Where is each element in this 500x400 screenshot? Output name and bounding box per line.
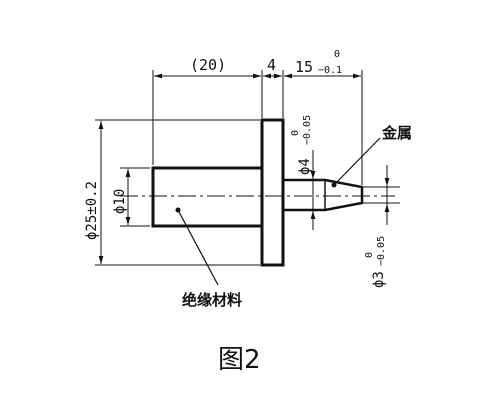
dim-diameter-4-lower: −0.05 — [302, 115, 313, 145]
dim-diameter-3-lower: −0.05 — [376, 236, 387, 266]
dim-diameter-4-upper: 0 — [290, 130, 301, 136]
insulation-leader-dot — [175, 207, 181, 213]
dimension-lines — [98, 73, 390, 264]
dim-diameter-3: ϕ3 — [371, 271, 387, 288]
metal-leader-dot — [331, 182, 337, 188]
extension-lines — [95, 70, 400, 266]
dim-flange-width: 4 — [267, 56, 276, 74]
dim-pin-length-lower: −0.1 — [318, 65, 342, 76]
dim-overall-length: (20) — [190, 56, 226, 74]
figure-caption: 图2 — [218, 345, 261, 375]
dim-diameter-4: ϕ4 — [297, 158, 313, 175]
label-metal: 金属 — [381, 124, 412, 142]
dim-diameter-3-upper: 0 — [364, 252, 375, 258]
dim-diameter-25: ϕ25±0.2 — [84, 181, 100, 240]
dim-diameter-10: ϕ10 — [112, 189, 128, 214]
dim-pin-length-upper: 0 — [334, 49, 340, 60]
leader-lines — [177, 137, 381, 286]
metal-pin — [283, 178, 364, 212]
part-outline — [151, 118, 364, 267]
label-insulation: 绝缘材料 — [182, 291, 242, 309]
flange — [260, 118, 285, 267]
dim-pin-length: 15 — [295, 58, 313, 76]
insulator-body — [151, 166, 264, 228]
